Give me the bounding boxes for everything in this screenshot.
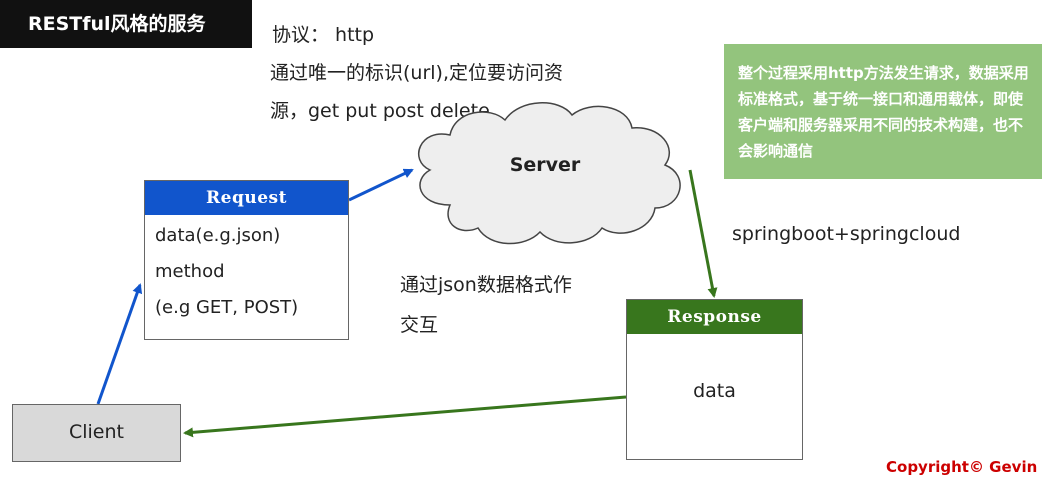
summary-note: 整个过程采用http方法发生请求，数据采用标准格式，基于统一接口和通用载体，即使…	[724, 44, 1042, 179]
request-line-data: data(e.g.json)	[155, 225, 281, 246]
request-line-methods-example: (e.g GET, POST)	[155, 297, 299, 318]
arrow-client-to-request	[96, 283, 143, 405]
springboot-note: springboot+springcloud	[732, 223, 961, 245]
page-title: RESTful风格的服务	[0, 0, 252, 48]
json-note-line-2: 交互	[400, 314, 439, 336]
client-box: Client	[12, 404, 181, 462]
response-box: Response data	[626, 299, 803, 460]
response-header: Response	[627, 300, 802, 334]
server-cloud	[418, 102, 681, 245]
json-note-line-1: 通过json数据格式作	[400, 274, 572, 296]
request-line-method: method	[155, 261, 225, 282]
arrow-response-to-client	[183, 395, 627, 438]
request-header: Request	[145, 181, 348, 215]
request-box: Request data(e.g.json) method (e.g GET, …	[144, 180, 349, 340]
copyright-text: Copyright© Gevin	[886, 458, 1038, 476]
server-label: Server	[509, 154, 581, 176]
description-line-1: 通过唯一的标识(url),定位要访问资	[270, 62, 563, 84]
protocol-text: 协议： http	[272, 24, 375, 46]
arrow-server-to-response	[688, 169, 718, 298]
response-body: data	[693, 380, 736, 402]
arrow-request-to-server	[348, 168, 414, 202]
description-line-2: 源，get put post delete	[270, 100, 490, 122]
